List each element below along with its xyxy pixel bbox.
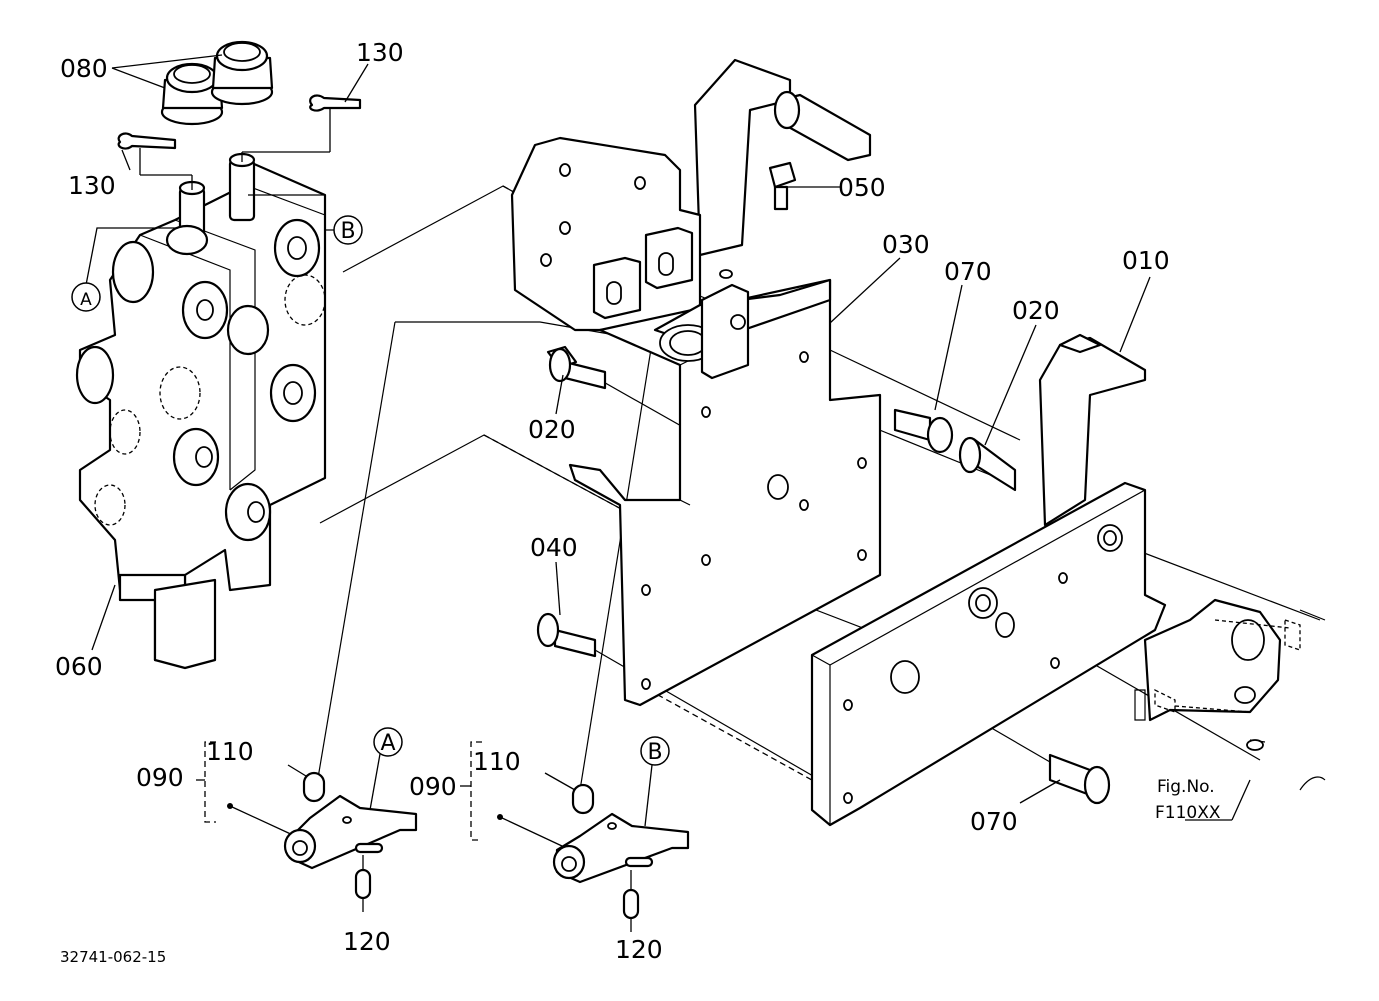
label-120-right: 120: [615, 935, 663, 964]
figref-line1: Fig.No.: [1157, 777, 1215, 797]
ref-marker-b-lever: B: [640, 736, 670, 766]
split-pin-130-right: [241, 94, 362, 162]
bracket-plate-010: [810, 333, 1167, 827]
lever-090-left: [196, 741, 418, 912]
reference-leads: [85, 194, 338, 286]
mounting-plate-030: [510, 58, 882, 707]
label-110-right: 110: [473, 747, 521, 776]
label-030: 030: [882, 230, 930, 259]
bolt-050: [768, 161, 840, 211]
bolt-020-right: [958, 436, 1017, 492]
bolt-040: [536, 612, 597, 658]
label-010: 010: [1122, 246, 1170, 275]
dust-boot-080-left: [160, 62, 224, 126]
label-120-left: 120: [343, 927, 391, 956]
ref-marker-a-valve: A: [71, 282, 101, 312]
label-leaders: [91, 54, 1251, 821]
reference-assembly-partial: [1134, 598, 1326, 791]
label-040: 040: [530, 533, 578, 562]
bolt-070-upper: [893, 408, 954, 454]
label-130-left: 130: [68, 171, 116, 200]
label-060: 060: [55, 652, 103, 681]
ref-a-lever-text: A: [380, 731, 395, 756]
label-050: 050: [838, 173, 886, 202]
label-090-right: 090: [409, 772, 457, 801]
label-110-left: 110: [206, 737, 254, 766]
split-pin-130-left: [117, 132, 193, 190]
ref-marker-a-lever: A: [373, 727, 403, 757]
drawing-number: 32741-062-15: [60, 948, 166, 966]
lever-090-right: [460, 741, 690, 932]
label-130-top: 130: [356, 38, 404, 67]
ref-b-lever-text: B: [647, 740, 662, 765]
part-labels: 080 130 130 050 030 010 070 020 020 040 …: [55, 38, 1170, 964]
bolt-020-left: [546, 345, 607, 390]
bolt-070-lower: [1048, 753, 1111, 805]
label-020-left: 020: [528, 415, 576, 444]
ref-a-valve-text: A: [80, 290, 92, 310]
label-070-bottom: 070: [970, 807, 1018, 836]
label-080: 080: [60, 54, 108, 83]
figure-reference: Fig.No. F110XX: [1155, 777, 1221, 823]
label-020-right: 020: [1012, 296, 1060, 325]
ref-b-valve-text: B: [340, 219, 355, 244]
dust-boot-080-right: [210, 40, 274, 106]
label-070-top: 070: [944, 257, 992, 286]
figref-line2: F110XX: [1155, 803, 1221, 823]
control-valve-060: [75, 152, 327, 670]
label-090-left: 090: [136, 763, 184, 792]
ref-marker-b-valve: B: [333, 215, 363, 245]
